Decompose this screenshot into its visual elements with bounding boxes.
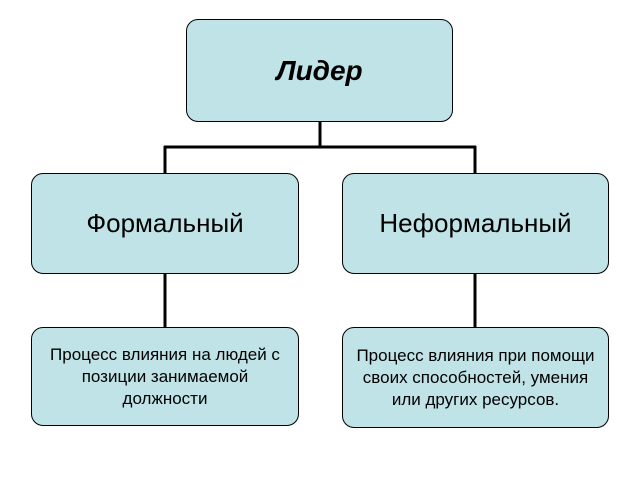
description-formal-text: Процесс влияния на людей с позиции заним… bbox=[50, 344, 280, 408]
root-node-leader: Лидер bbox=[186, 19, 453, 122]
branch-informal-label: Неформальный bbox=[379, 208, 572, 238]
description-informal-text: Процесс влияния при помощи своих способн… bbox=[356, 345, 595, 409]
description-node-informal: Процесс влияния при помощи своих способн… bbox=[342, 327, 609, 428]
branch-node-informal: Неформальный bbox=[342, 173, 609, 274]
branch-node-formal: Формальный bbox=[31, 173, 299, 274]
description-node-formal: Процесс влияния на людей с позиции заним… bbox=[31, 327, 299, 426]
branch-formal-label: Формальный bbox=[86, 208, 244, 238]
root-node-label: Лидер bbox=[276, 54, 363, 86]
